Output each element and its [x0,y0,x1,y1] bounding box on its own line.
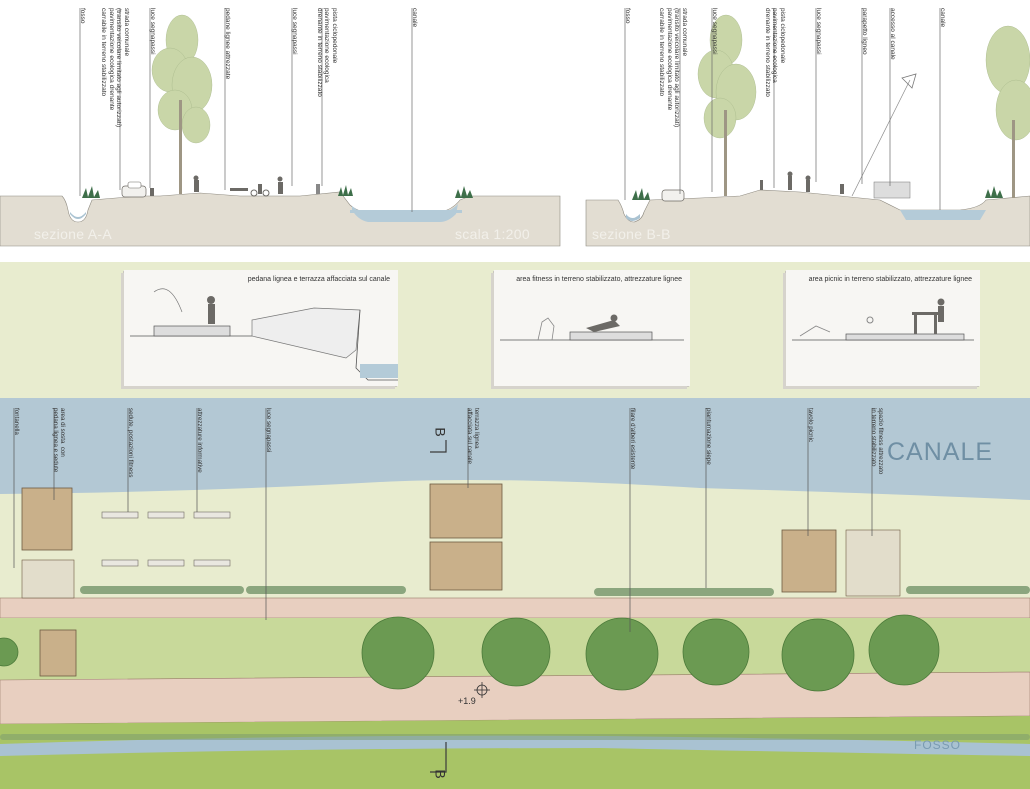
plan-label-attrezzature: attrezzature informative [196,408,203,473]
detail-title-picnic: area picnic in terreno stabilizzato, att… [808,276,972,283]
plan-label-terrazza: terrazza lignea affacciata sul canale [466,408,480,464]
section-marker-bottom: B [432,769,449,779]
plan-label-sedute: sedute, postazioni fitness [127,408,134,478]
section-a-scale: scala 1:200 [455,226,530,242]
detail-title-terrazza: pedana lignea e terrazza affacciata sul … [247,276,390,283]
plan-label-area-sosta: area di sosta con pedana lignea e sedute [52,408,66,473]
plan-label-luce: luce segnapassi [265,408,272,453]
plan-label-spazio-fitness: spazio fitness attrezzato in terreno sta… [870,408,884,475]
plan-label-siepe: piantumazione siepe [705,408,712,465]
plan-label-tavolo: tavolo picnic [807,408,814,443]
detail-drawing-fitness [500,314,684,341]
section-marker-top: B [432,427,449,437]
section-b-title: sezione B-B [592,226,671,242]
section-a-title: sezione A-A [34,226,113,242]
detail-panel-terrazza: pedana lignea e terrazza affacciata sul … [124,270,398,386]
detail-title-fitness: area fitness in terreno stabilizzato, at… [516,276,682,283]
detail-drawing-terrazza [130,288,398,381]
plan-label-fontanella: fontanella [13,408,20,435]
canal-label: CANALE [887,438,994,466]
detail-panel-picnic: area picnic in terreno stabilizzato, att… [786,270,980,386]
detail-panel-fitness: area fitness in terreno stabilizzato, at… [494,270,690,386]
ditch-label: FOSSO [914,738,962,752]
detail-drawing-picnic [792,298,974,341]
plan-label-filare: filare d'alberi esistente [629,408,636,470]
elevation-label: +1.9 [458,696,476,706]
